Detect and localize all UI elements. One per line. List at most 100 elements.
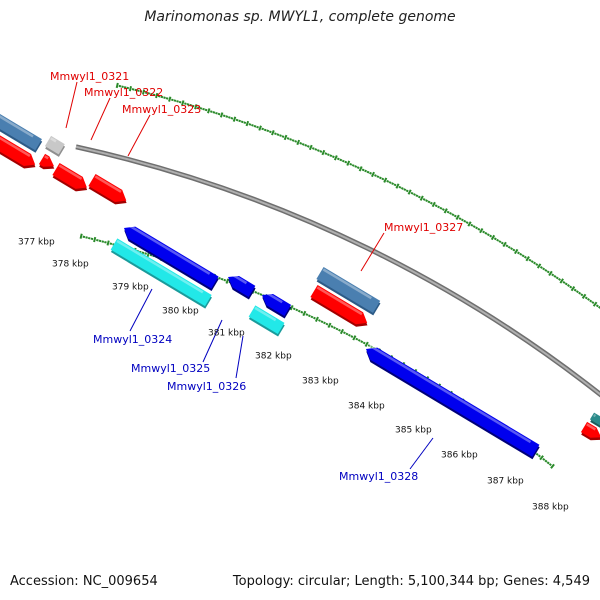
gene-label-forward[interactable]: Mmwyl1_0321 <box>50 70 129 83</box>
major-tick <box>339 328 344 335</box>
gene-label-forward[interactable]: Mmwyl1_0323 <box>122 103 201 116</box>
minor-tick <box>470 223 474 227</box>
major-tick <box>93 236 97 243</box>
gene-forward-0323a[interactable] <box>51 162 91 196</box>
minor-tick <box>558 277 561 281</box>
minor-tick <box>263 128 267 132</box>
gene-label-reverse-leader <box>202 319 223 363</box>
minor-tick <box>398 185 402 189</box>
minor-tick <box>587 298 590 301</box>
minor-tick <box>378 176 382 180</box>
minor-tick <box>306 145 310 148</box>
major-tick <box>364 341 369 347</box>
minor-tick <box>316 149 320 152</box>
gene-forward-0323b[interactable] <box>87 173 131 209</box>
minor-tick <box>521 254 525 258</box>
minor-tick <box>253 124 257 128</box>
gene-label-reverse[interactable]: Mmwyl1_0326 <box>167 380 246 393</box>
kbp-label: 384 kbp <box>348 402 385 412</box>
major-tick <box>559 278 564 284</box>
gene-pseudo-0321[interactable] <box>44 135 66 157</box>
minor-tick <box>257 292 260 295</box>
minor-tick <box>584 296 588 300</box>
gene-label-forward[interactable]: Mmwyl1_0327 <box>384 221 463 234</box>
minor-tick <box>141 251 145 255</box>
minor-tick <box>199 107 203 110</box>
minor-tick <box>573 288 577 292</box>
minor-tick <box>441 208 445 211</box>
minor-tick <box>101 240 105 243</box>
minor-tick <box>318 319 321 322</box>
minor-tick <box>589 299 593 303</box>
minor-tick <box>517 251 520 255</box>
gene-label-reverse[interactable]: Mmwyl1_0325 <box>131 362 210 375</box>
minor-tick <box>212 111 216 114</box>
minor-tick <box>362 341 366 345</box>
minor-tick <box>403 188 407 192</box>
minor-tick <box>279 134 282 137</box>
minor-tick <box>333 326 336 330</box>
gene-forward-0327[interactable] <box>309 284 372 331</box>
minor-tick <box>176 100 179 103</box>
minor-tick <box>217 112 221 116</box>
minor-tick <box>388 181 392 184</box>
minor-tick <box>458 217 462 221</box>
minor-tick <box>349 162 353 166</box>
minor-tick <box>104 241 107 244</box>
minor-tick <box>276 133 280 136</box>
major-tick <box>419 195 424 201</box>
major-tick <box>141 89 146 95</box>
minor-tick <box>429 201 433 205</box>
gene-cyan-0324[interactable] <box>110 238 213 309</box>
minor-tick <box>289 138 293 141</box>
minor-tick <box>569 285 573 289</box>
major-tick <box>581 293 587 299</box>
minor-tick <box>546 461 550 465</box>
major-tick <box>479 227 484 234</box>
minor-tick <box>453 214 457 218</box>
major-tick <box>308 144 313 151</box>
minor-tick <box>295 308 299 312</box>
gene-label-reverse[interactable]: Mmwyl1_0328 <box>339 470 418 483</box>
minor-tick <box>489 234 493 238</box>
major-tick <box>321 149 326 156</box>
minor-tick <box>336 157 340 161</box>
minor-tick <box>292 307 296 311</box>
minor-tick <box>451 213 455 217</box>
minor-tick <box>329 154 333 158</box>
minor-tick <box>496 238 500 242</box>
minor-tick <box>500 241 504 245</box>
gene-reverse-0324a[interactable] <box>119 222 219 291</box>
minor-tick <box>319 150 323 153</box>
gene-forward-edge[interactable] <box>580 421 600 445</box>
gene-reverse-0325[interactable] <box>224 271 257 300</box>
gene-steelblue-0320[interactable] <box>0 112 43 153</box>
minor-tick <box>223 278 227 282</box>
minor-tick <box>243 121 247 124</box>
minor-tick <box>228 116 231 119</box>
minor-tick <box>449 211 452 215</box>
gene-features <box>0 112 600 460</box>
minor-tick <box>147 92 151 95</box>
gene-label-forward[interactable]: Mmwyl1_0322 <box>84 86 163 99</box>
minor-tick <box>591 301 595 305</box>
gene-forward-0320[interactable] <box>0 133 40 173</box>
gene-reverse-0328[interactable] <box>361 343 540 460</box>
gene-cyan-0326[interactable] <box>248 305 286 337</box>
major-tick <box>407 189 412 195</box>
major-tick <box>219 112 224 118</box>
minor-tick <box>291 139 295 142</box>
minor-tick <box>197 106 200 109</box>
minor-tick <box>347 333 351 337</box>
minor-tick <box>314 148 318 151</box>
gene-rna-edge[interactable] <box>589 412 600 429</box>
minor-tick <box>354 165 358 168</box>
gene-reverse-0326a[interactable] <box>258 289 293 319</box>
gene-label-reverse[interactable]: Mmwyl1_0324 <box>93 333 172 346</box>
major-tick <box>570 285 576 292</box>
minor-tick <box>157 94 161 98</box>
gene-steelblue-0327[interactable] <box>315 266 381 316</box>
gene-forward-0322[interactable] <box>38 153 58 174</box>
gene-label-reverse-leader <box>129 288 153 332</box>
minor-tick <box>330 325 334 328</box>
